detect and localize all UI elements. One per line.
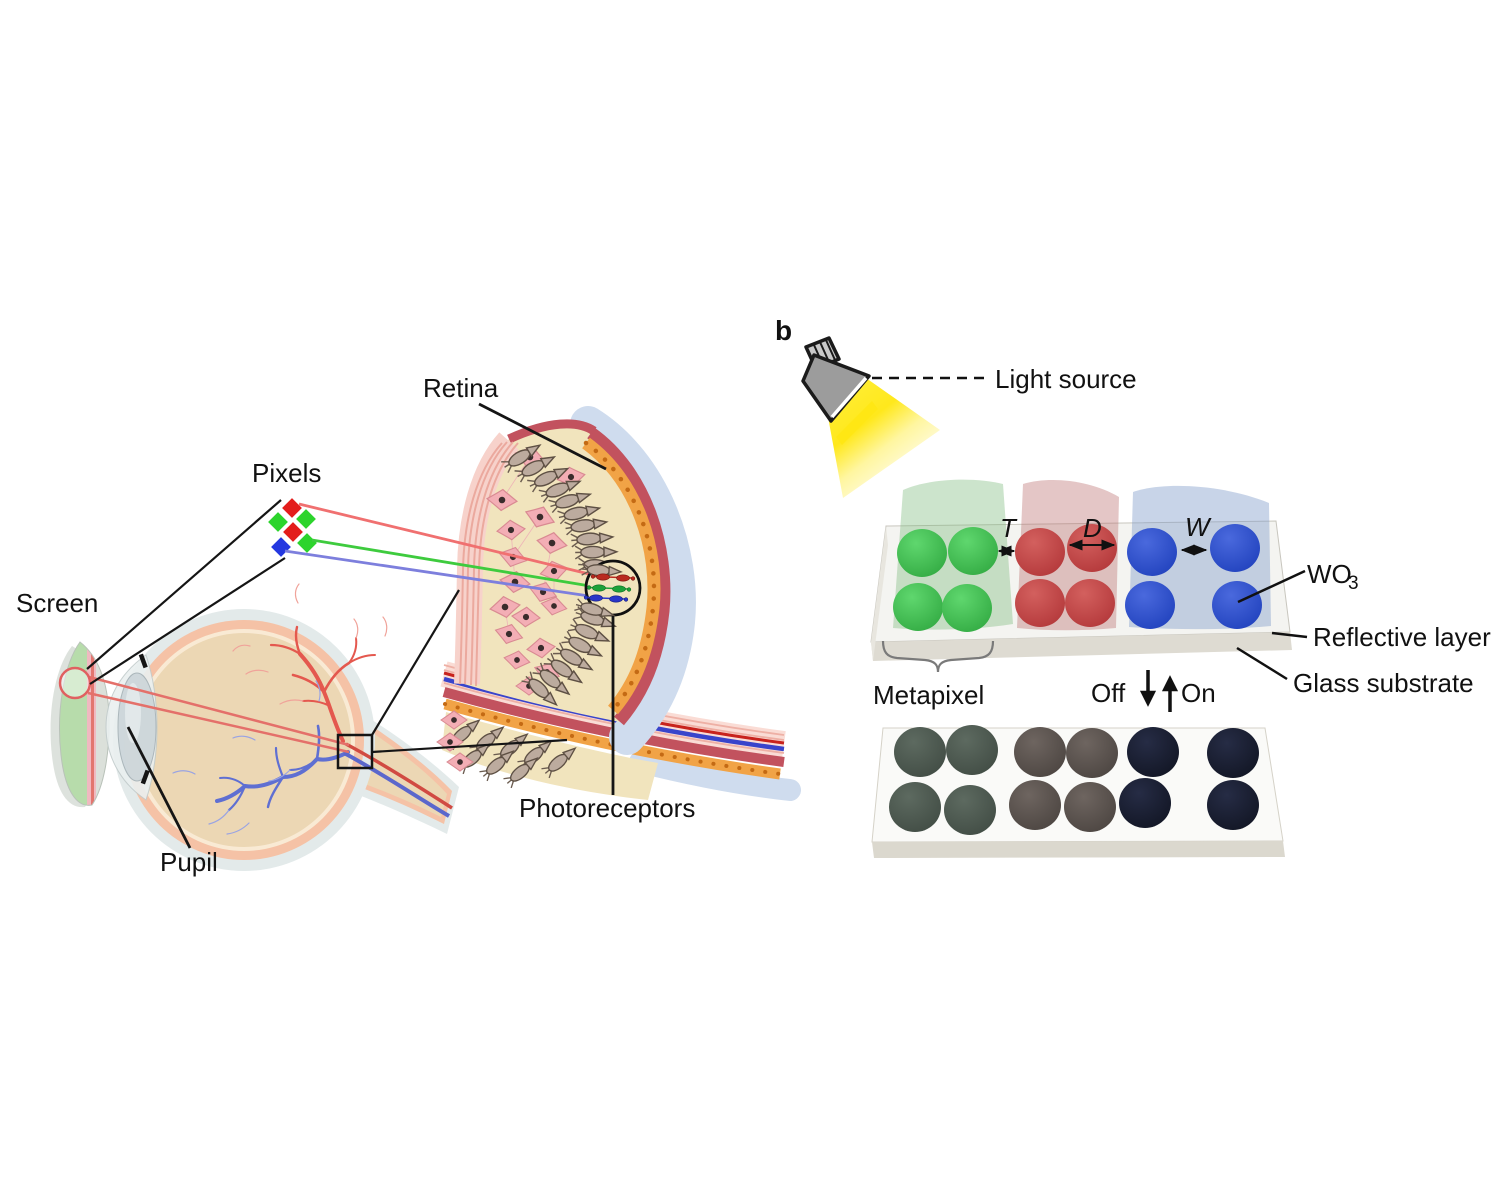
glass-substrate-label: Glass substrate <box>1293 668 1474 698</box>
photoreceptors-label: Photoreceptors <box>519 793 695 823</box>
retina-pointer-line <box>478 402 607 471</box>
metapixel-label: Metapixel <box>873 680 984 710</box>
cone-cells-blue <box>583 594 629 603</box>
pixel-green <box>296 509 316 529</box>
pixel-blue <box>271 537 291 557</box>
retinal-vein-tree <box>215 724 350 812</box>
on-state-slab <box>870 479 1292 661</box>
metapixel-disks-green-on <box>893 527 998 632</box>
inset-callout-lines <box>371 589 568 754</box>
spacing-dimension-label: W <box>1185 512 1212 542</box>
rgb-projection-lines <box>284 502 591 598</box>
dimension-arrows <box>997 539 1208 557</box>
pixels-label: Pixels <box>252 458 321 488</box>
wo3-pointer-line <box>1237 569 1306 604</box>
pixel-green <box>268 512 288 532</box>
off-state-slab <box>871 725 1285 858</box>
cone-cells-red <box>590 573 636 582</box>
eyelid-tick-marks <box>138 653 150 785</box>
metapixel-disks-green-off <box>889 725 998 835</box>
retina-inset-illustration <box>436 406 801 801</box>
panel-b: b Light source <box>775 315 1491 858</box>
panel-a: Retina Pixels Screen Pupil Photoreceptor… <box>16 373 801 877</box>
retinal-artery-tree <box>269 625 376 743</box>
pupil-label: Pupil <box>160 847 218 877</box>
pixel-green <box>297 533 317 553</box>
pixel-magnifier-lines <box>86 499 286 685</box>
panel-b-tag: b <box>775 315 792 346</box>
on-label: On <box>1181 678 1216 708</box>
wo3-subscript: 3 <box>1348 573 1359 594</box>
reflective-layer-pointer-line <box>1271 631 1308 639</box>
light-source-icon <box>801 336 940 498</box>
wo3-label: WO <box>1307 559 1352 589</box>
retina-label: Retina <box>423 373 499 403</box>
metapixel-disks-red-off <box>1009 727 1118 832</box>
light-ray-lines <box>87 675 350 754</box>
screen-label: Screen <box>16 588 98 618</box>
light-source-label: Light source <box>995 364 1137 394</box>
pixel-red <box>283 522 303 542</box>
eye-illustration <box>105 583 459 871</box>
screen-focus-circle <box>58 666 92 700</box>
glass-substrate-pointer-line <box>1236 646 1288 681</box>
screen-illustration <box>50 641 110 808</box>
metapixel-disks-blue-on <box>1125 524 1262 629</box>
diameter-dimension-label: D <box>1083 513 1102 543</box>
off-label: Off <box>1091 678 1126 708</box>
pupil-pointer-line <box>126 726 192 849</box>
photoreceptor-magnifier <box>573 559 642 622</box>
gap-dimension-label: T <box>1000 513 1018 543</box>
metapixel-disks-blue-off <box>1119 727 1259 830</box>
metapixel-brace <box>881 640 995 673</box>
pixel-red <box>282 498 302 518</box>
cone-cells-green <box>586 584 632 593</box>
reflective-layer-label: Reflective layer <box>1313 622 1491 652</box>
